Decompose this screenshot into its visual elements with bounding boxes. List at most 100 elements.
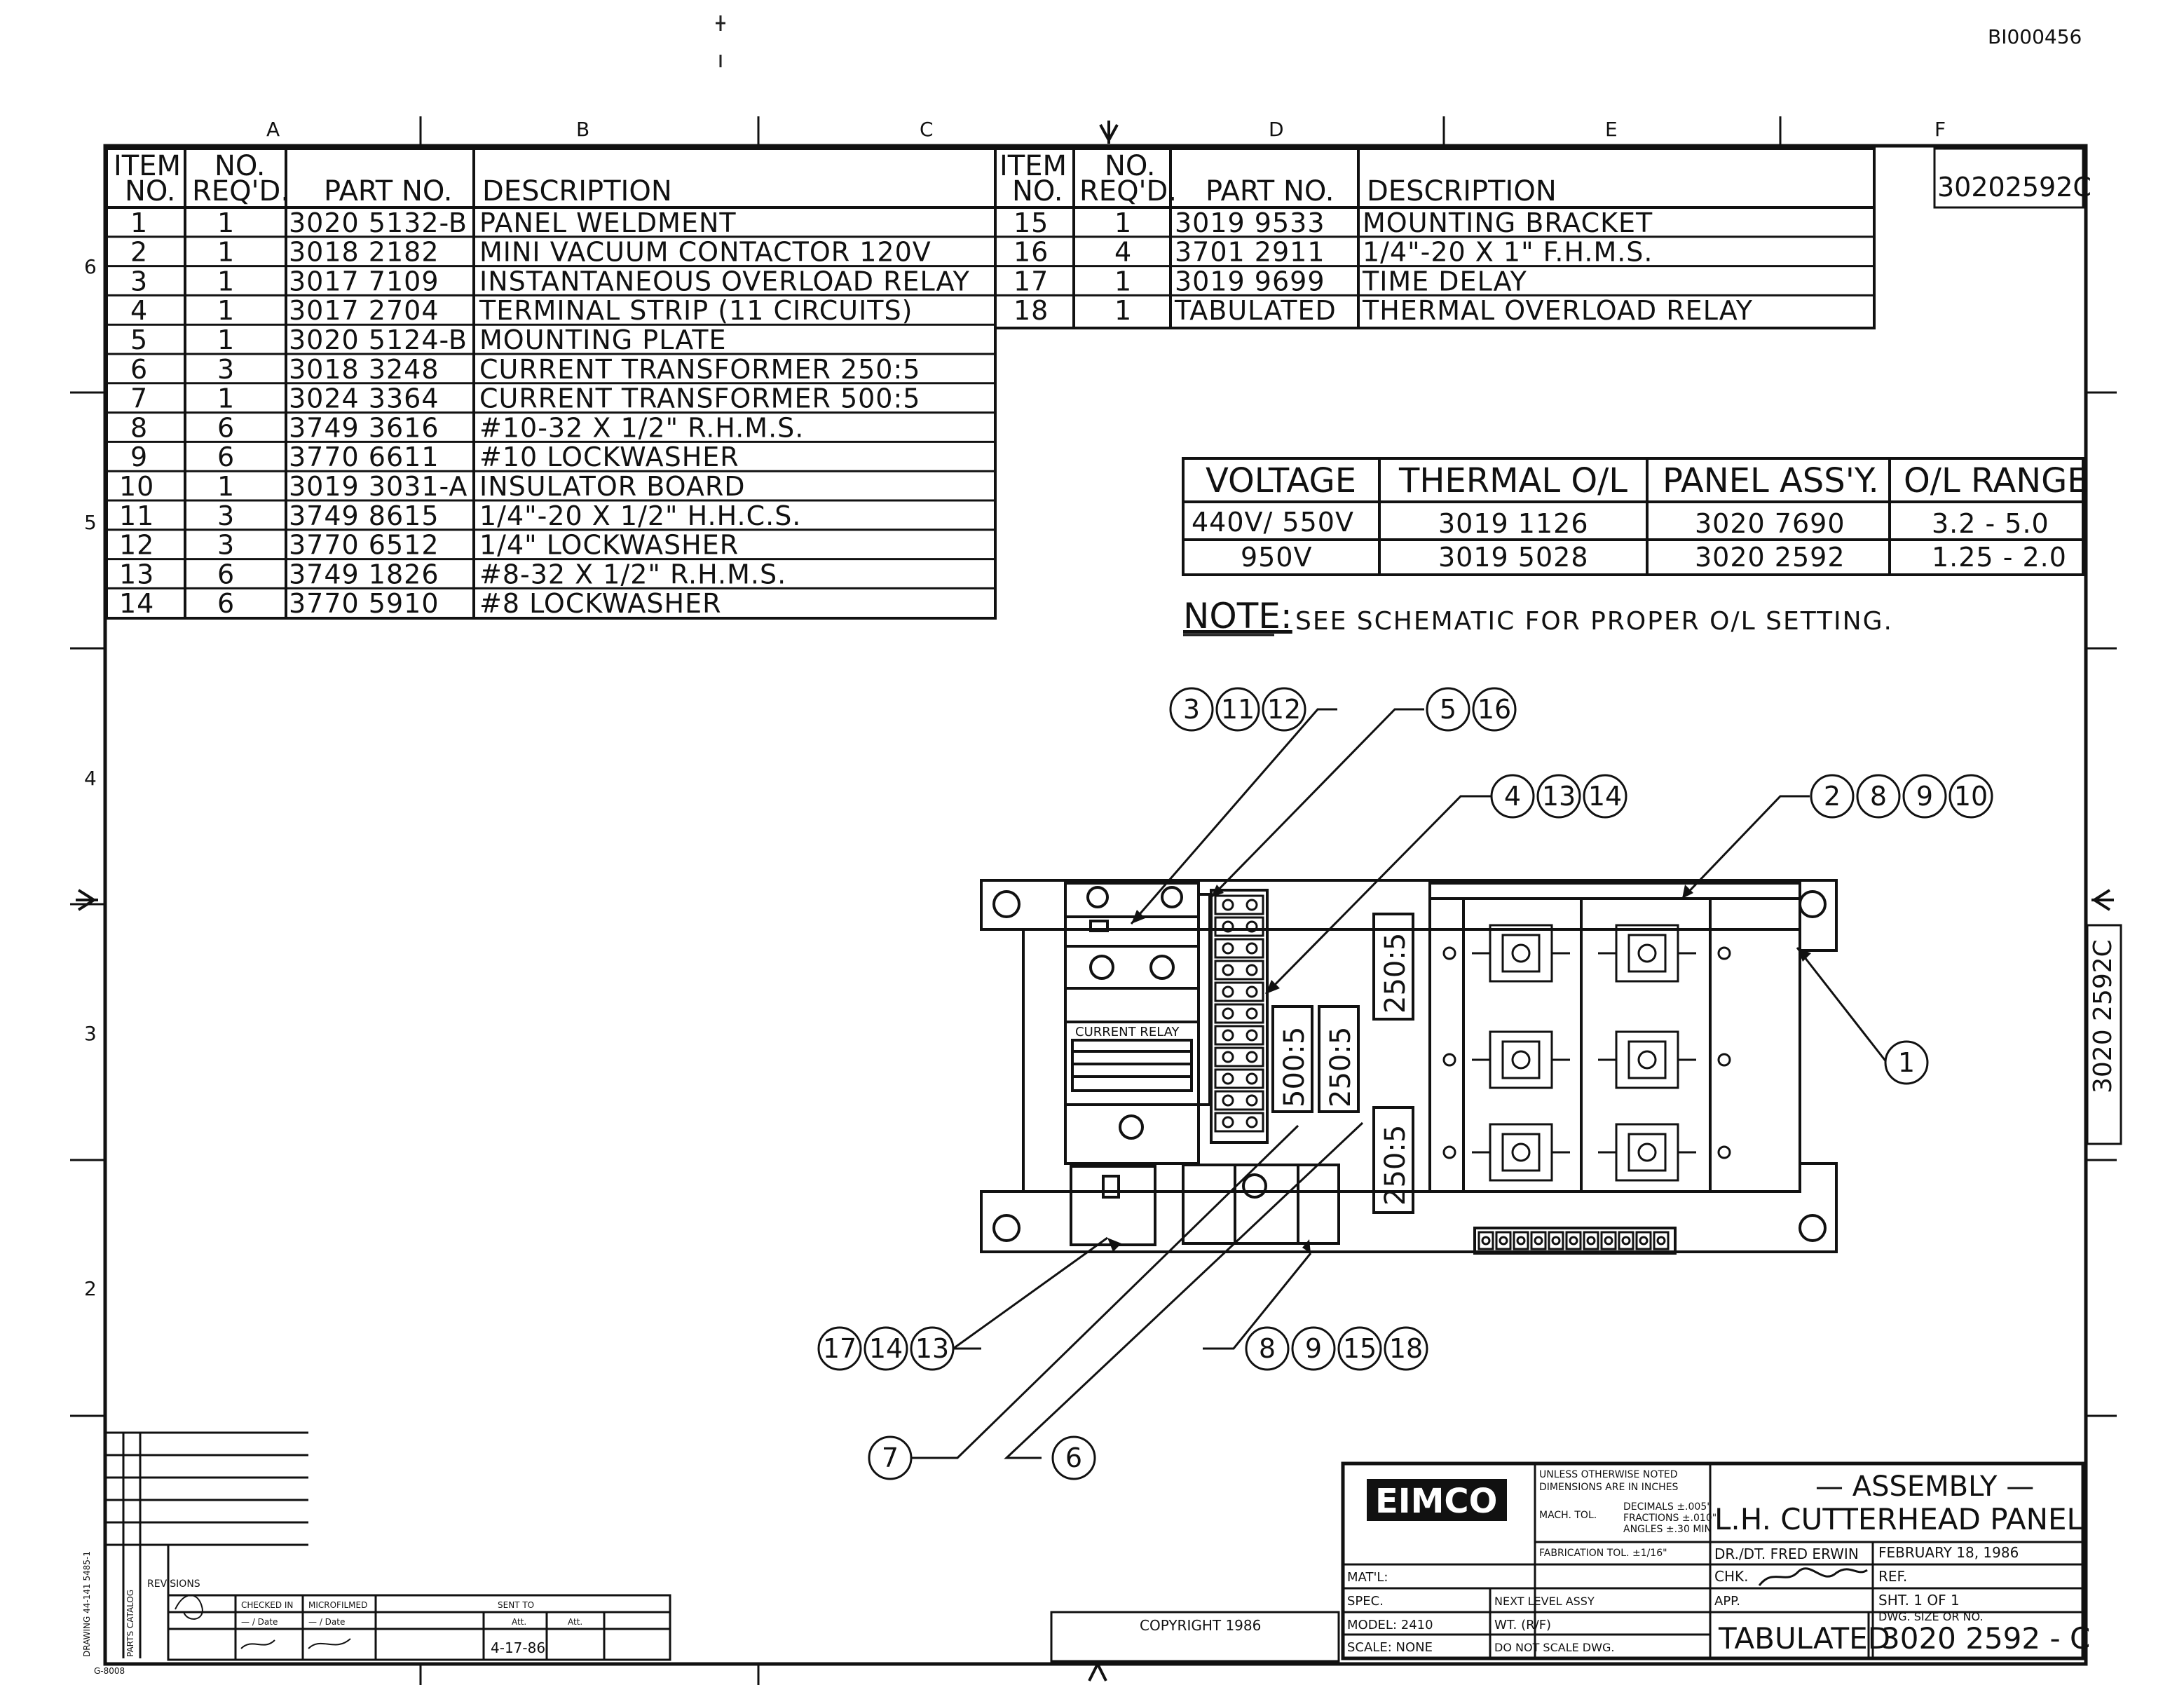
col-letter-f: F	[1934, 118, 1946, 141]
tol-mach: MACH. TOL.	[1539, 1510, 1597, 1521]
rev-initials-scribble-3	[308, 1638, 351, 1649]
balloon-label: 16	[1477, 694, 1511, 725]
terminal-strip	[1210, 889, 1269, 1144]
hdr-req-line1: NO.	[214, 150, 266, 182]
row-number-4: 4	[84, 767, 97, 790]
parts-row-item: 15	[1013, 207, 1049, 238]
rev-microfilmed: MICROFILMED	[308, 1600, 367, 1610]
balloon-circle	[1384, 1326, 1428, 1371]
tab-r2-voltage: 950V	[1241, 542, 1313, 573]
pole-insulator	[1627, 934, 1667, 973]
balloon-label: 11	[1221, 694, 1255, 725]
parts-row-part: TABULATED	[1174, 295, 1337, 326]
balloon-label: 3	[1183, 694, 1200, 725]
tol-line1: UNLESS OTHERWISE NOTED	[1539, 1469, 1678, 1480]
balloon-label: 9	[1916, 781, 1933, 812]
parts-row-part: 3017 7109	[289, 266, 439, 296]
ct-250-top-box	[1372, 913, 1414, 1021]
balloon: 7	[868, 1435, 913, 1480]
checker-signature	[1758, 1567, 1868, 1586]
parts-row-part: 3749 3616	[289, 412, 439, 443]
overload-relay-box	[1182, 1164, 1340, 1245]
parts-row-desc: TIME DELAY	[1362, 266, 1527, 296]
terminal-screw	[1245, 899, 1258, 911]
ct-250-left-box	[1318, 1005, 1360, 1113]
bottom-terminal-screw	[1621, 1236, 1631, 1246]
balloon-label: 18	[1389, 1333, 1423, 1364]
terminal-screw	[1222, 1051, 1234, 1063]
revision-block-grid	[105, 1431, 671, 1661]
balloon-circle	[817, 1326, 862, 1371]
parts-row-item: 8	[130, 412, 148, 443]
terminal-screw	[1222, 1094, 1234, 1107]
tol-angles: ANGLES ±.30 MIN	[1623, 1524, 1712, 1535]
terminal-screw	[1245, 942, 1258, 955]
parts-row-qty: 3	[217, 354, 235, 385]
balloon-circle	[1948, 774, 1993, 819]
do-not-scale: DO NOT SCALE DWG.	[1494, 1641, 1614, 1654]
note-text: SEE SCHEMATIC FOR PROPER O/L SETTING.	[1295, 607, 1893, 636]
balloon: 5	[1426, 687, 1470, 732]
balloon-label: 15	[1343, 1333, 1377, 1364]
title-block-grid	[1050, 1461, 2085, 1663]
bottom-terminal	[1477, 1231, 1494, 1250]
terminal	[1214, 1090, 1264, 1111]
parts-row-item: 11	[119, 500, 154, 531]
parts-row-desc: #8 LOCKWASHER	[479, 588, 722, 619]
tab-r2-panel: 3020 2592	[1695, 542, 1845, 573]
parts-list-left-header: ITEM NO. NO. REQ'D. PART NO. DESCRIPTION	[114, 150, 672, 207]
balloon-label: 10	[1954, 781, 1988, 812]
parts-row-qty: 1	[1114, 266, 1132, 296]
bottom-terminal	[1600, 1231, 1617, 1250]
parts-row-item: 7	[130, 383, 148, 414]
hdr2-req-line2: REQ'D.	[1079, 175, 1177, 207]
leader-lines	[908, 708, 1888, 1459]
drawing-number: 3020 2592 - C	[1881, 1621, 2090, 1656]
col-letter-a: A	[266, 118, 280, 141]
terminal-screw	[1245, 920, 1258, 933]
balloon-circle	[1262, 687, 1306, 732]
parts-row-part: 3749 1826	[289, 559, 439, 589]
parts-row-qty: 1	[217, 471, 235, 502]
parts-row-qty: 1	[217, 325, 235, 355]
parts-row-item: 18	[1013, 295, 1049, 326]
hdr2-req-line1: NO.	[1105, 150, 1156, 182]
mount-hole-br	[1799, 1214, 1827, 1242]
eimco-logo: EIMCO	[1375, 1482, 1497, 1521]
parts-row-qty: 6	[217, 588, 235, 619]
parts-row-part: 3020 5132-B	[289, 207, 467, 238]
parts-row-desc: CURRENT TRANSFORMER 250:5	[479, 354, 920, 385]
bottom-terminal	[1618, 1231, 1634, 1250]
balloon: 3	[1169, 687, 1214, 732]
parts-row-qty: 1	[217, 295, 235, 326]
parts-list-right-header: ITEM NO. NO. REQ'D. PART NO. DESCRIPTION	[999, 150, 1557, 207]
pole-mount-screw	[1442, 1145, 1456, 1159]
terminal	[1214, 1068, 1264, 1089]
eimco-logo-box	[1367, 1479, 1507, 1521]
tab-r2-thermal: 3019 5028	[1438, 542, 1589, 573]
terminal-screw	[1222, 1116, 1234, 1128]
parts-row-desc: INSULATOR BOARD	[479, 471, 746, 502]
bottom-terminal-screw	[1516, 1236, 1526, 1246]
zone-ticks	[70, 116, 2117, 1685]
rev-bottom-code: G-8008	[94, 1666, 125, 1676]
row-number-2: 2	[84, 1277, 97, 1300]
balloon-label: 14	[1588, 781, 1622, 812]
tab-r1-thermal: 3019 1126	[1438, 508, 1589, 539]
parts-list-right-rowlines	[995, 236, 1874, 296]
revision-block: CHECKED IN MICROFILMED SENT TO — / Date …	[82, 1551, 582, 1676]
pole-bolt	[1511, 1050, 1531, 1070]
balloon: 13	[1536, 774, 1581, 819]
pole-insulator	[1627, 1040, 1667, 1079]
balloon: 2	[1810, 774, 1855, 819]
hdr-req-line2: REQ'D.	[192, 175, 289, 207]
copyright: COPYRIGHT 1986	[1140, 1617, 1261, 1634]
terminal	[1214, 894, 1264, 915]
balloon-label: 5	[1440, 694, 1456, 725]
balloon-circle	[1884, 1040, 1929, 1085]
balloon-label: 7	[882, 1442, 899, 1473]
pole-bolt	[1637, 1142, 1657, 1162]
terminal	[1214, 916, 1264, 937]
